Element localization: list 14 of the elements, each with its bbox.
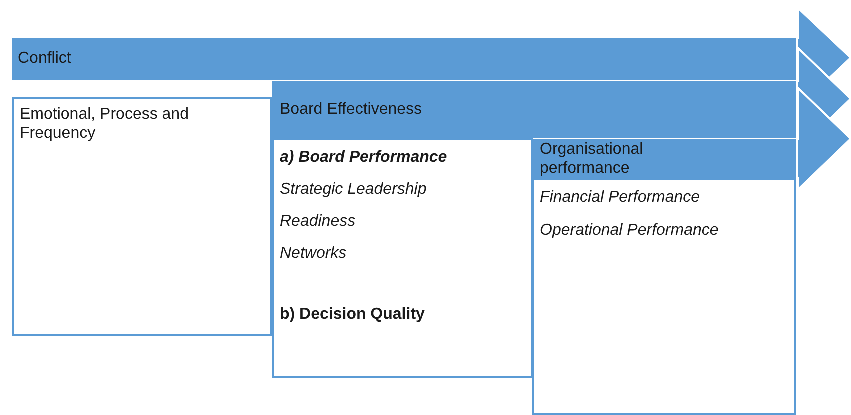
body-text: Financial Performance (540, 188, 700, 207)
heading-text: Board Effectiveness (280, 100, 422, 118)
body-text: Readiness (280, 212, 356, 231)
heading-text: Organisational performance (540, 140, 644, 178)
text-box (272, 138, 533, 378)
body-text: Networks (280, 244, 347, 263)
body-text: a) Board Performance (280, 148, 448, 167)
heading-text: Conflict (18, 49, 72, 68)
body-text: b) Decision Quality (280, 305, 425, 324)
body-text: Emotional, Process and Frequency (20, 105, 190, 143)
text-box (532, 178, 796, 415)
body-text: Strategic Leadership (280, 180, 427, 199)
body-text: Operational Performance (540, 221, 719, 240)
text-box (12, 97, 272, 336)
